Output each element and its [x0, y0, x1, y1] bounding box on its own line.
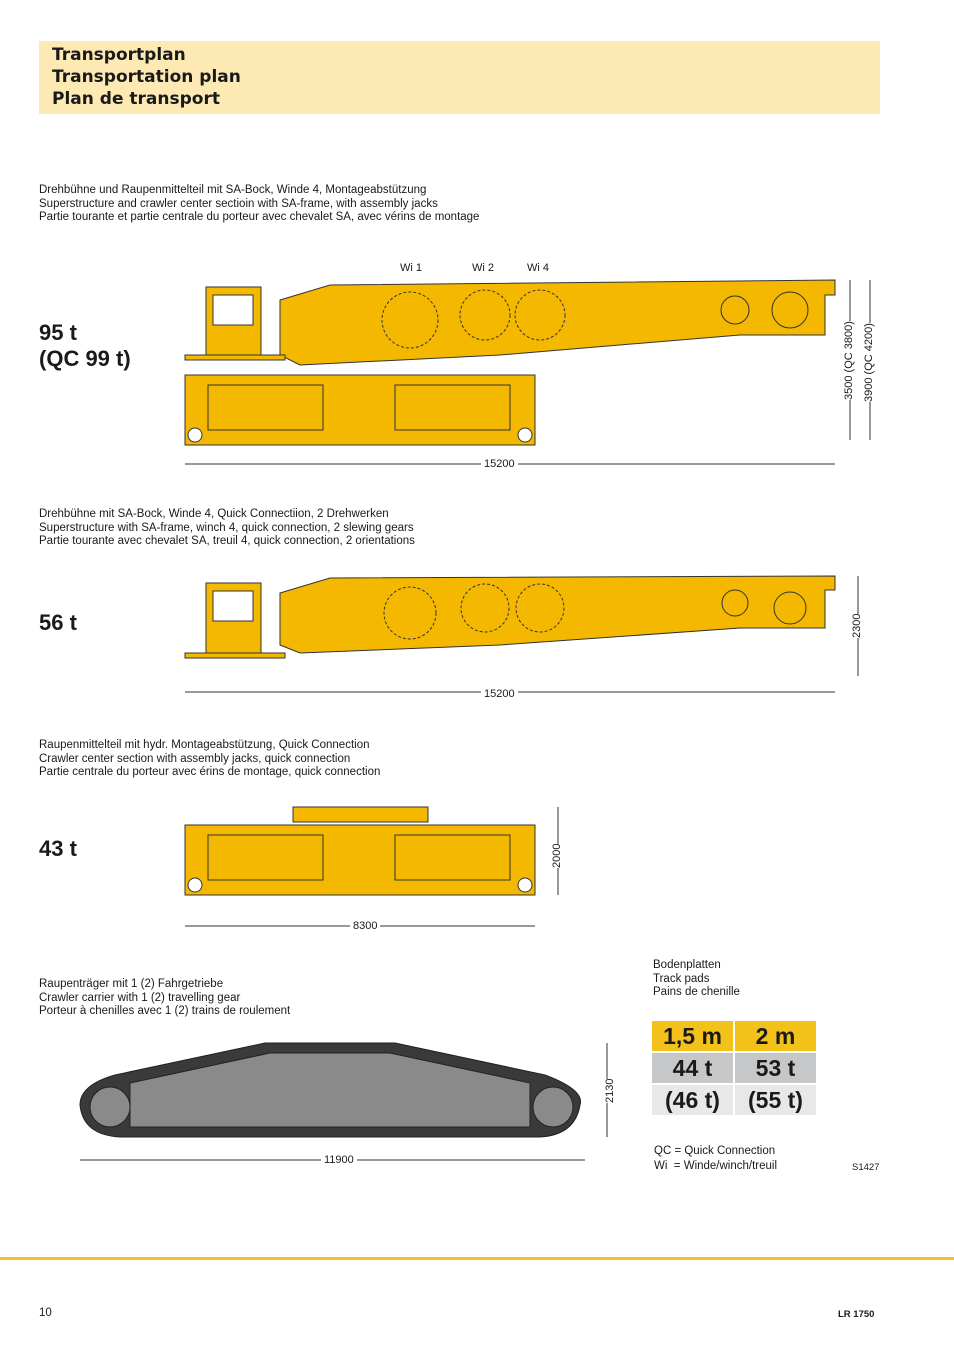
- title-fr: Plan de transport: [52, 89, 220, 109]
- section3-weight: 43 t: [39, 836, 77, 861]
- crawler-carrier-drawing: [79, 1042, 608, 1161]
- title-de: Transportplan: [52, 45, 186, 65]
- section1-weight: 95 t (QC 99 t): [39, 320, 131, 371]
- title-box: Transportplan Transportation plan Plan d…: [39, 41, 880, 114]
- superstructure-crawler-drawing: [184, 279, 871, 465]
- section1-length: 15200: [481, 458, 518, 470]
- section2-length: 15200: [481, 688, 518, 700]
- crawler-center-drawing: [184, 806, 559, 927]
- table-row: (46 t) (55 t): [652, 1083, 816, 1115]
- section2-weight: 56 t: [39, 610, 77, 635]
- section3-length: 8300: [350, 920, 381, 932]
- page-number: 10: [39, 1307, 52, 1319]
- section4-length: 11900: [321, 1154, 357, 1166]
- section2-caption: Drehbühne mit SA-Bock, Winde 4, Quick Co…: [39, 508, 415, 547]
- winch-label-4: Wi 4: [527, 262, 549, 274]
- section1-height2: 3900 (QC 4200): [863, 323, 875, 402]
- section1-caption: Drehbühne und Raupenmittelteil mit SA-Bo…: [39, 184, 480, 223]
- legend-wi: Wi = Winde/winch/treuil: [654, 1160, 778, 1172]
- section2-height: 2300: [851, 613, 863, 638]
- section4-caption: Raupenträger mit 1 (2) Fahrgetriebe Craw…: [39, 978, 291, 1017]
- winch-label-1: Wi 1: [400, 262, 422, 274]
- superstructure-drawing: [184, 575, 859, 693]
- footer-line: [0, 1257, 954, 1260]
- track-pads-table: 1,5 m 2 m 44 t 53 t (46 t) (55 t): [652, 1021, 816, 1115]
- drawing-code: S1427: [852, 1162, 880, 1173]
- winch-label-2: Wi 2: [472, 262, 494, 274]
- section3-caption: Raupenmittelteil mit hydr. Montageabstüt…: [39, 739, 381, 778]
- table-row: 1,5 m 2 m: [652, 1021, 816, 1052]
- table-row: 44 t 53 t: [652, 1051, 816, 1084]
- title-en: Transportation plan: [52, 67, 241, 87]
- legend-qc: QC = Quick Connection: [654, 1145, 776, 1157]
- section1-height1: 3500 (QC 3800): [843, 321, 855, 400]
- section3-height: 2000: [551, 843, 563, 868]
- section4-height: 2130: [604, 1078, 616, 1103]
- model-name: LR 1750: [838, 1309, 875, 1320]
- track-pads-caption: Bodenplatten Track pads Pains de chenill…: [653, 959, 740, 998]
